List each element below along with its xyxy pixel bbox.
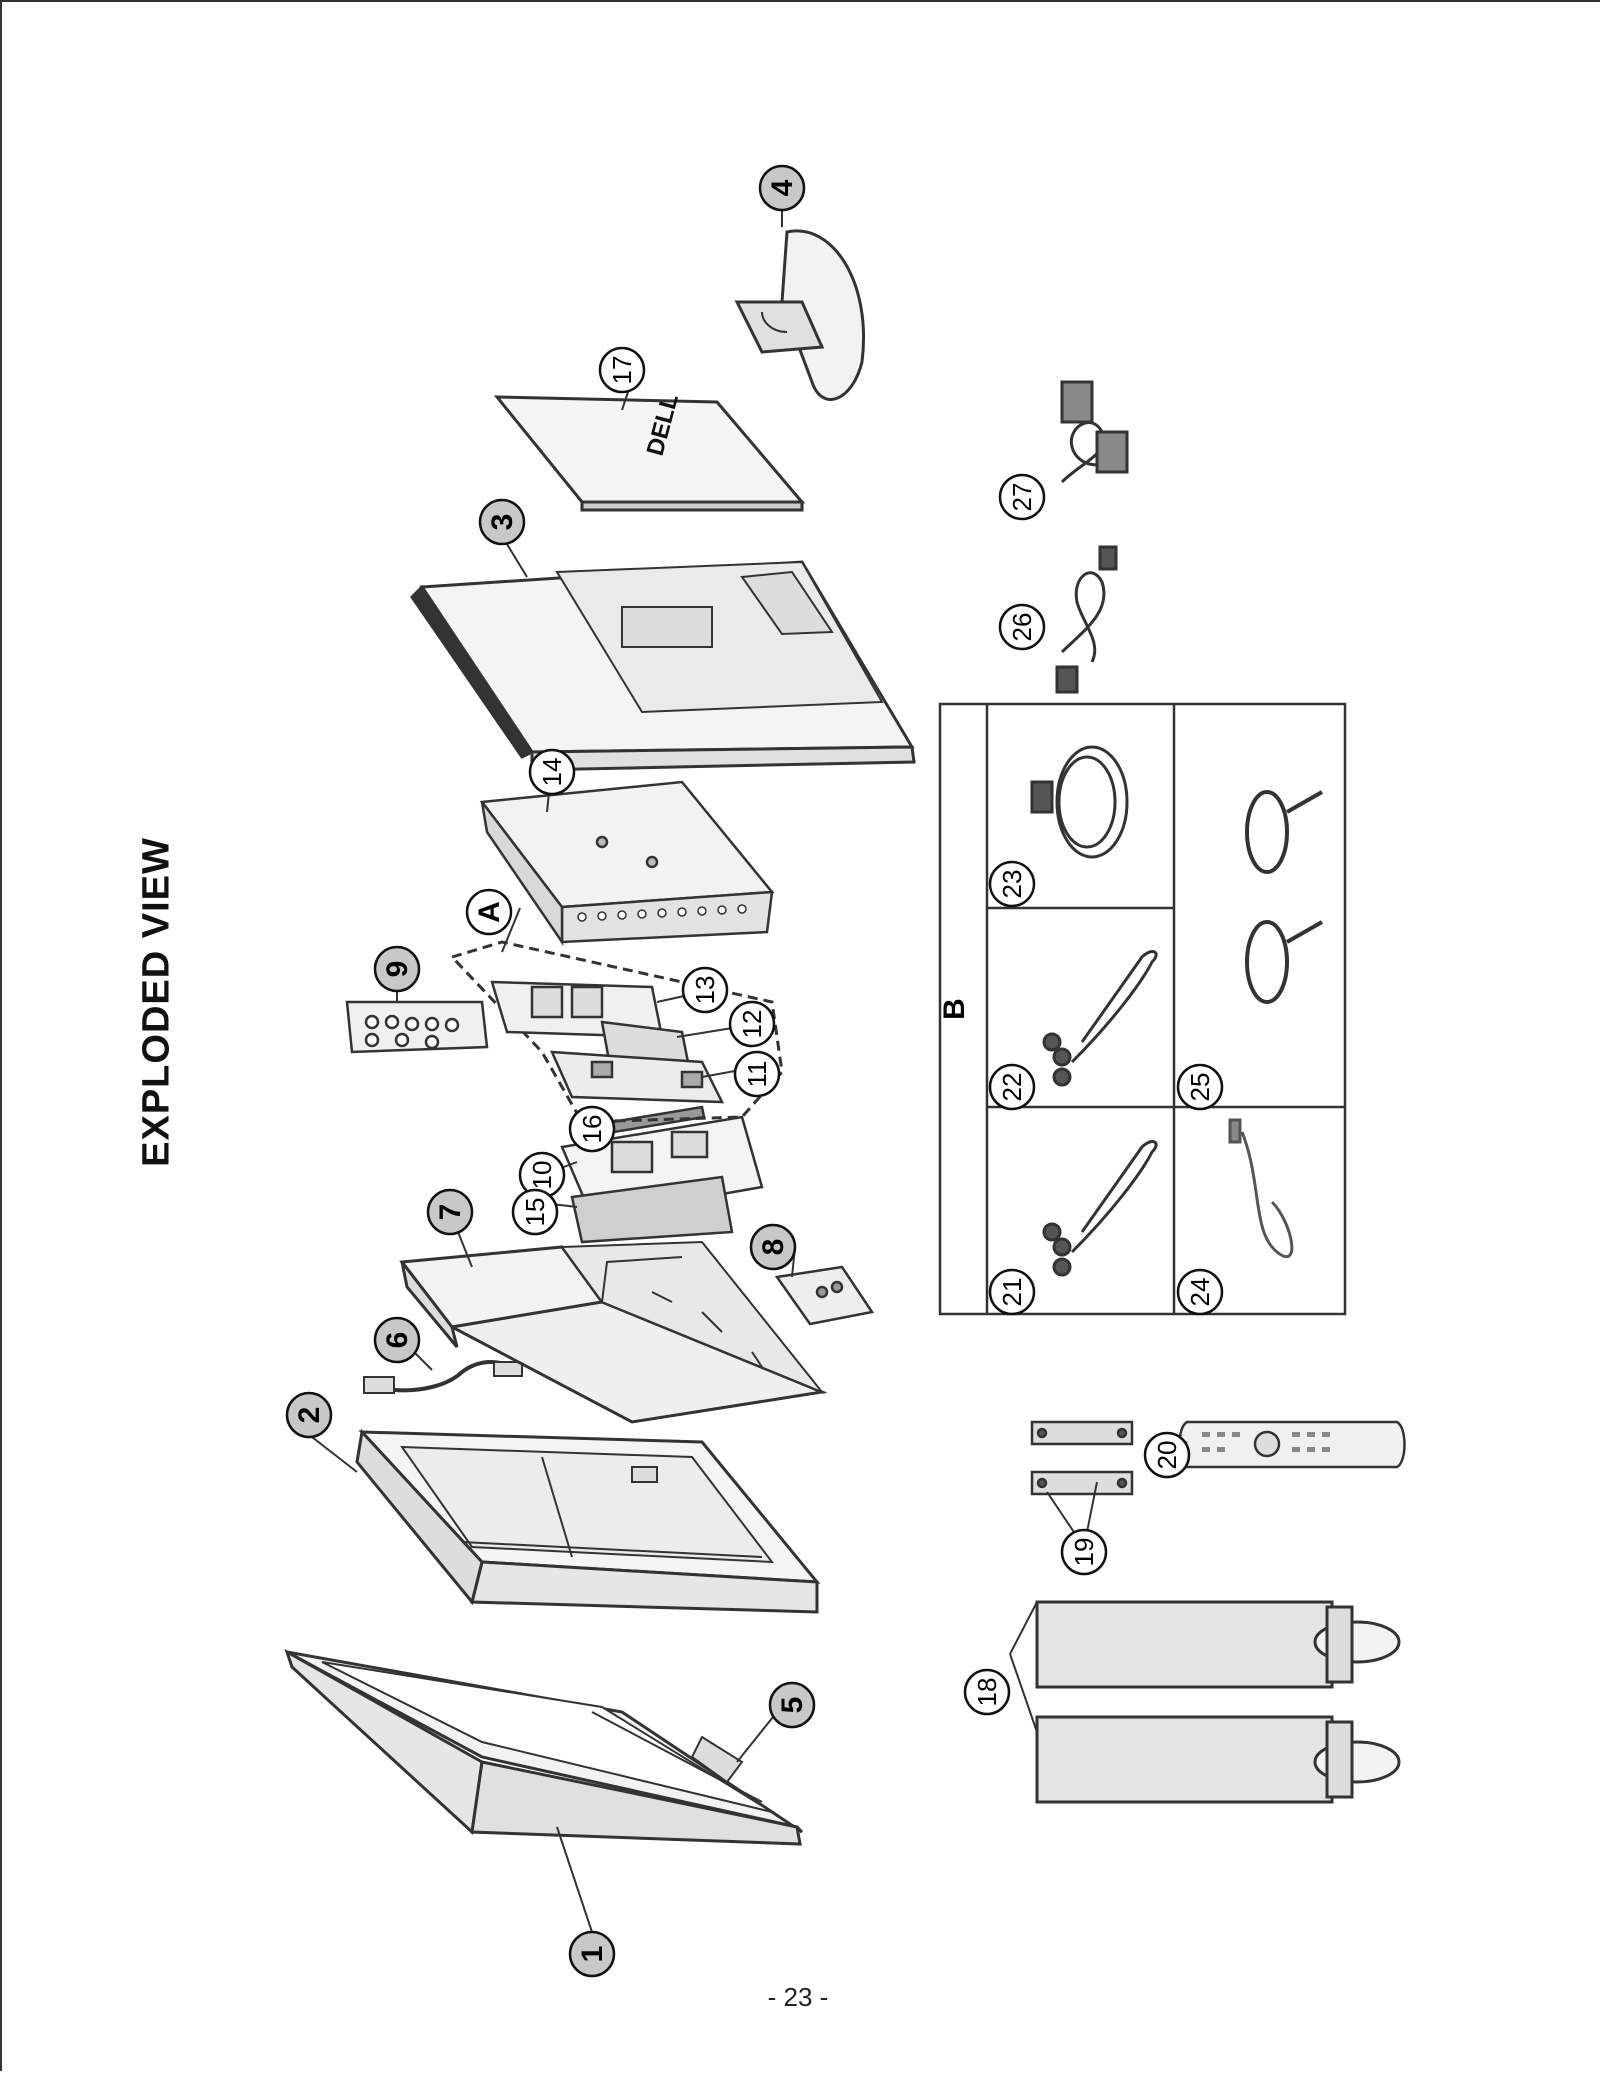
callout-25 (1176, 1063, 1224, 1111)
callout-label-15: 15 (520, 1198, 550, 1227)
part-audio-cable-24 (1228, 1118, 1294, 1259)
bezel-bracket-5 (690, 1735, 744, 1784)
part-rear-frame (355, 1428, 821, 1614)
callout-label-5: 5 (776, 1697, 809, 1714)
callout-label-2: 2 (293, 1407, 326, 1424)
part-rear-cover (410, 560, 916, 772)
callout-label-17: 17 (607, 356, 637, 385)
callout-label-4: 4 (766, 179, 799, 196)
callout-label-13: 13 (690, 976, 720, 1005)
callout-16 (568, 1105, 616, 1153)
callout-6 (373, 1316, 421, 1364)
callout-22 (988, 1063, 1036, 1111)
callout-12 (728, 1000, 776, 1048)
callout-label-14: 14 (537, 758, 567, 787)
part-lvds-cable (363, 1360, 523, 1394)
part-jack-bracket (345, 1000, 489, 1054)
part-main-board (560, 1105, 764, 1244)
callout-label-a: A (473, 901, 506, 923)
part-speakers (1035, 1600, 1401, 1804)
accessory-box-b (938, 702, 1347, 1316)
callout-5 (768, 1681, 816, 1729)
callout-13 (681, 966, 729, 1014)
part-dvi-cable (1060, 380, 1129, 484)
part-brackets (1030, 1420, 1134, 1496)
callout-label-12: 12 (737, 1010, 767, 1039)
part-front-bezel (284, 1648, 804, 1846)
callout-4 (758, 164, 806, 212)
callout-label-22: 22 (997, 1073, 1027, 1102)
part-av-cable-21 (1042, 1140, 1158, 1277)
callout-label-8: 8 (757, 1239, 790, 1256)
callout-7 (426, 1188, 474, 1236)
part-power-cable (1055, 545, 1118, 694)
callout-label-19: 19 (1069, 1538, 1099, 1567)
callout-17 (598, 346, 646, 394)
callout-label-6: 6 (381, 1332, 414, 1349)
callout-label-21: 21 (997, 1278, 1027, 1307)
callout-label-26: 26 (1007, 613, 1037, 642)
part-insulator-sheet (570, 1175, 734, 1244)
part-cables-25 (1245, 790, 1323, 1004)
callout-circles (285, 164, 1224, 1978)
callout-label-11: 11 (742, 1061, 772, 1088)
callout-label-1: 1 (576, 1946, 609, 1963)
callout-label-7: 7 (434, 1204, 467, 1221)
callout-21 (988, 1268, 1036, 1316)
callout-23 (988, 860, 1036, 908)
part-remote-control (1178, 1420, 1406, 1469)
group-a-boards (449, 940, 784, 1124)
callout-11 (733, 1050, 781, 1098)
callout-3 (478, 498, 526, 546)
callout-label-10: 10 (527, 1161, 557, 1190)
callout-26 (998, 603, 1046, 651)
part-power-supply (479, 780, 775, 947)
part-cable-23 (1030, 745, 1129, 859)
callout-20 (1143, 1431, 1191, 1479)
callout-label-20: 20 (1152, 1441, 1182, 1470)
callout-24 (1176, 1268, 1224, 1316)
callout-15 (511, 1188, 559, 1236)
callout-label-24: 24 (1185, 1278, 1215, 1307)
callout-19 (1060, 1528, 1108, 1576)
part-stand (734, 229, 865, 401)
callout-a (465, 888, 513, 936)
callout-1 (568, 1930, 616, 1978)
callout-label-3: 3 (486, 514, 519, 531)
callout-2 (285, 1391, 333, 1439)
callout-labels: 1 2 3 4 5 6 7 8 9 10 11 12 13 14 15 16 1… (293, 179, 1215, 1962)
part-av-cable-22 (1042, 950, 1158, 1087)
page-title: EXPLODED VIEW (135, 837, 178, 1167)
callout-18 (963, 1668, 1011, 1716)
part-back-panel (493, 395, 806, 512)
callout-label-16: 16 (577, 1115, 607, 1144)
callout-27 (998, 473, 1046, 521)
callout-label-23: 23 (997, 870, 1027, 899)
box-b-label: B (938, 998, 971, 1020)
page-number: - 23 - (767, 1982, 829, 2012)
part-shield-chassis (399, 1240, 828, 1424)
callout-label-27: 27 (1007, 483, 1037, 512)
callout-label-9: 9 (381, 961, 414, 978)
callout-label-25: 25 (1185, 1073, 1215, 1102)
callout-label-18: 18 (972, 1678, 1002, 1707)
callout-14 (528, 748, 576, 796)
callout-8 (749, 1223, 797, 1271)
part-small-board (774, 1265, 875, 1326)
callout-9 (373, 945, 421, 993)
